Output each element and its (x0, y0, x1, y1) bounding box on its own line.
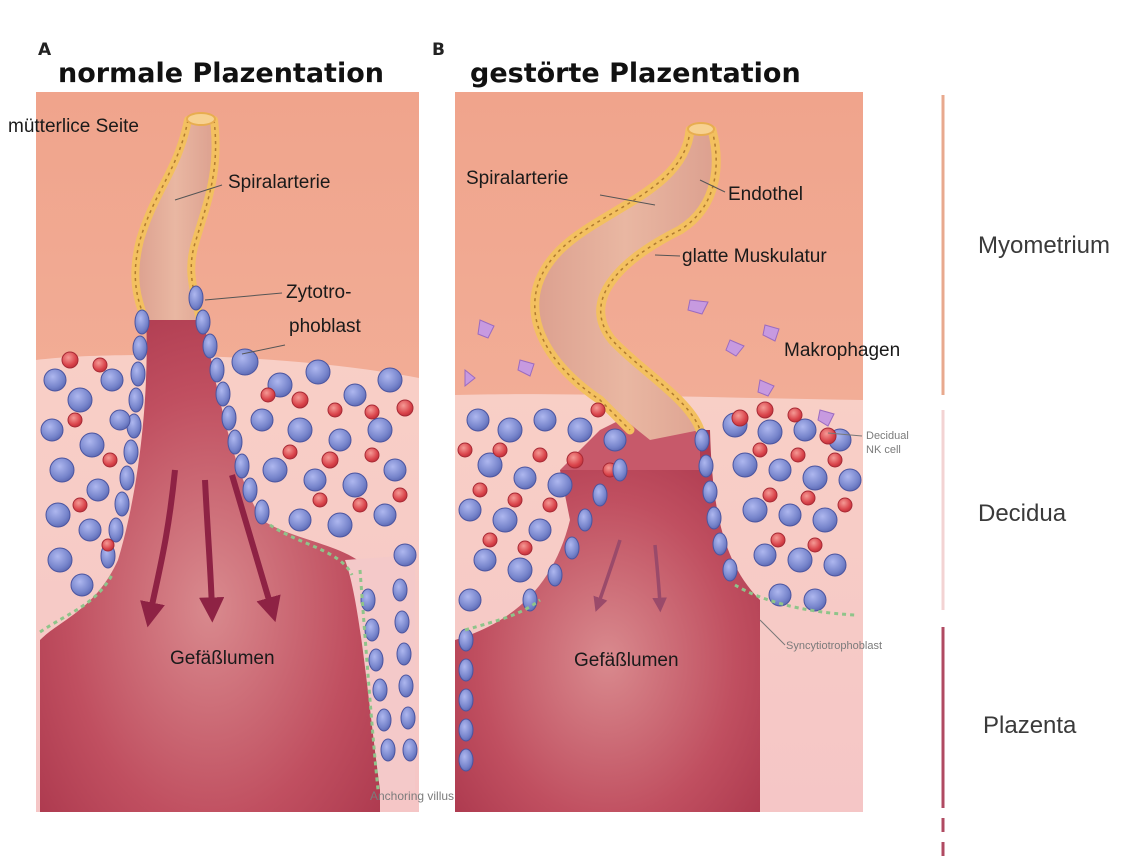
panel-a-letter: A (38, 40, 51, 60)
myometrium-label: Myometrium (978, 232, 1110, 260)
decidual-nk-label-line2: NK cell (866, 444, 901, 456)
panel-a-title: normale Plazentation (58, 58, 384, 89)
panel-b-title: gestörte Plazentation (470, 58, 801, 89)
anchoring-villus-label: Anchoring villus (370, 790, 454, 802)
maternal-side-label: mütterlice Seite (8, 116, 139, 138)
decidual-nk-label-line1: Decidual (866, 430, 909, 442)
endothelium-label: Endothel (728, 184, 803, 206)
vessel-lumen-label-b: Gefäßlumen (574, 650, 679, 672)
spiral-artery-label-b: Spiralarterie (466, 168, 568, 190)
macrophages-label: Makrophagen (784, 340, 900, 362)
spiral-artery-label-a: Spiralarterie (228, 172, 330, 194)
smooth-muscle-label: glatte Muskulatur (682, 246, 827, 268)
placenta-label: Plazenta (983, 712, 1076, 740)
decidua-label: Decidua (978, 500, 1066, 528)
vessel-lumen-label-a: Gefäßlumen (170, 648, 275, 670)
cytotrophoblast-label-line1: Zytotro- (286, 282, 351, 304)
panel-b-letter: B (432, 40, 445, 60)
syncytiotrophoblast-label: Syncytiotrophoblast (786, 640, 882, 652)
panel-a-artwork (36, 92, 419, 812)
cytotrophoblast-label-line2: phoblast (289, 316, 361, 338)
